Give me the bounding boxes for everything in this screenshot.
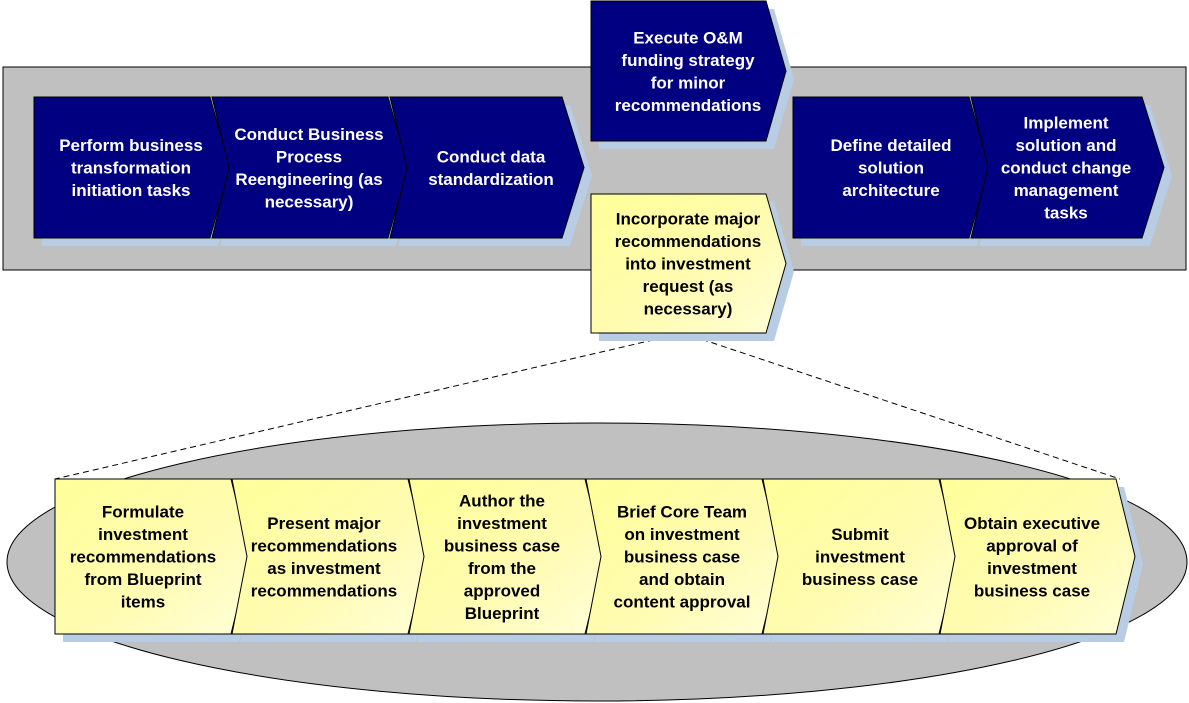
- branch-step-major-label-line: necessary): [644, 300, 733, 319]
- top-step-2-label-line: Process: [276, 147, 342, 166]
- sub-step-1-label: Formulate investment recommendations from B…: [70, 503, 216, 612]
- sub-step-1-label-line: Formulate: [102, 503, 184, 522]
- branch-step-minor-label: Execute O&M funding strategy for minor reco…: [615, 28, 761, 115]
- top-step-2: [211, 96, 409, 239]
- top-step-3-label: Conduct data standardization: [428, 147, 554, 189]
- sub-step-6-label-line: Obtain executive: [964, 514, 1100, 533]
- branch-step-minor: [590, 0, 787, 142]
- sub-step-2-label-line: Present major: [267, 514, 381, 533]
- top-step-1-label-line: Perform business: [59, 136, 203, 155]
- sub-step-6-label-line: investment: [987, 559, 1077, 578]
- top-step-5-label-line: management: [1014, 181, 1119, 200]
- top-step-3: [389, 96, 585, 239]
- sub-step-3-label-line: Author the: [459, 491, 545, 510]
- top-step-2-label-line: necessary): [265, 192, 354, 211]
- sub-step-3-label-line: business case: [444, 536, 560, 555]
- sub-step-6-label-line: approval of: [986, 536, 1078, 555]
- zoom-line-right: [682, 332, 1121, 480]
- sub-step-3-label-line: from the: [468, 559, 536, 578]
- branch-step-major-label-line: recommendations: [615, 232, 761, 251]
- sub-step-4-label-line: on investment: [624, 525, 740, 544]
- sub-step-4-label: Brief Core Team on investment business cas…: [614, 503, 751, 612]
- top-step-5: [970, 96, 1165, 239]
- top-step-5-label-line: tasks: [1044, 204, 1087, 223]
- branch-step-major: [590, 193, 787, 334]
- branch-step-minor-label-line: recommendations: [615, 96, 761, 115]
- top-step-1-label: Perform business transformation initiation…: [59, 136, 203, 200]
- sub-step-6-label-line: business case: [974, 581, 1090, 600]
- sub-step-4: [585, 478, 782, 635]
- top-step-5-label-line: solution and: [1015, 136, 1116, 155]
- sub-step-1: [54, 478, 251, 635]
- branch-step-major-label-line: request (as: [643, 277, 734, 296]
- top-step-1-label-line: transformation: [71, 159, 191, 178]
- sub-step-3-label-line: approved: [464, 581, 541, 600]
- sub-step-2-label-line: as investment: [267, 559, 381, 578]
- top-step-2-label-line: Conduct Business: [234, 125, 383, 144]
- top-step-5-label-line: conduct change: [1001, 159, 1131, 178]
- sub-step-3-label-line: investment: [457, 514, 547, 533]
- top-step-5-label-line: Implement: [1023, 114, 1108, 133]
- sub-step-1-label-line: items: [121, 593, 165, 612]
- sub-step-1-label-line: recommendations: [70, 548, 216, 567]
- sub-step-4-label-line: business case: [624, 548, 740, 567]
- top-step-4-label: Define detailed solution architecture: [831, 136, 952, 200]
- sub-step-3-label-line: Blueprint: [465, 604, 540, 623]
- sub-step-2-label-line: recommendations: [251, 536, 397, 555]
- top-step-3-label-line: Conduct data: [437, 147, 546, 166]
- sub-step-2: [231, 478, 428, 635]
- sub-step-2-label-line: recommendations: [251, 581, 397, 600]
- top-step-2-label-line: Reengineering (as: [235, 170, 382, 189]
- sub-step-5-label: Submit investment business case: [802, 525, 918, 589]
- sub-step-4-label-line: Brief Core Team: [617, 503, 747, 522]
- top-step-4-label-line: solution: [858, 159, 924, 178]
- sub-step-4-label-line: content approval: [614, 593, 751, 612]
- sub-step-2-label: Present major recommendations as investmen…: [251, 514, 397, 601]
- top-step-4: [792, 96, 990, 239]
- branch-step-minor-label-line: funding strategy: [621, 51, 755, 70]
- sub-step-6-label: Obtain executive approval of investment bus…: [964, 514, 1100, 601]
- top-step-1-label-line: initiation tasks: [71, 181, 190, 200]
- branch-step-major-label: Incorporate major recommendations into inv…: [615, 210, 761, 319]
- branch-step-major-label-line: Incorporate major: [616, 210, 761, 229]
- sub-step-5-label-line: business case: [802, 570, 918, 589]
- branch-step-minor-label-line: Execute O&M: [633, 28, 743, 47]
- top-step-3-label-line: standardization: [428, 170, 554, 189]
- top-step-4-label-line: architecture: [842, 181, 939, 200]
- zoom-line-left: [54, 332, 684, 480]
- branch-step-major-label-line: into investment: [625, 255, 751, 274]
- sub-step-1-label-line: from Blueprint: [84, 570, 201, 589]
- top-step-1: [33, 96, 231, 239]
- sub-step-5-label-line: investment: [815, 548, 905, 567]
- sub-step-6: [939, 478, 1136, 635]
- sub-step-5: [762, 478, 959, 635]
- sub-step-5-label-line: Submit: [831, 525, 889, 544]
- sub-step-3: [408, 478, 605, 635]
- sub-step-4-label-line: and obtain: [639, 570, 725, 589]
- top-step-4-label-line: Define detailed: [831, 136, 952, 155]
- sub-step-1-label-line: investment: [98, 525, 188, 544]
- top-step-5-label: Implement solution and conduct change manag…: [1001, 114, 1131, 223]
- branch-step-minor-label-line: for minor: [651, 73, 726, 92]
- sub-step-3-label: Author the investment business case from th…: [444, 491, 560, 623]
